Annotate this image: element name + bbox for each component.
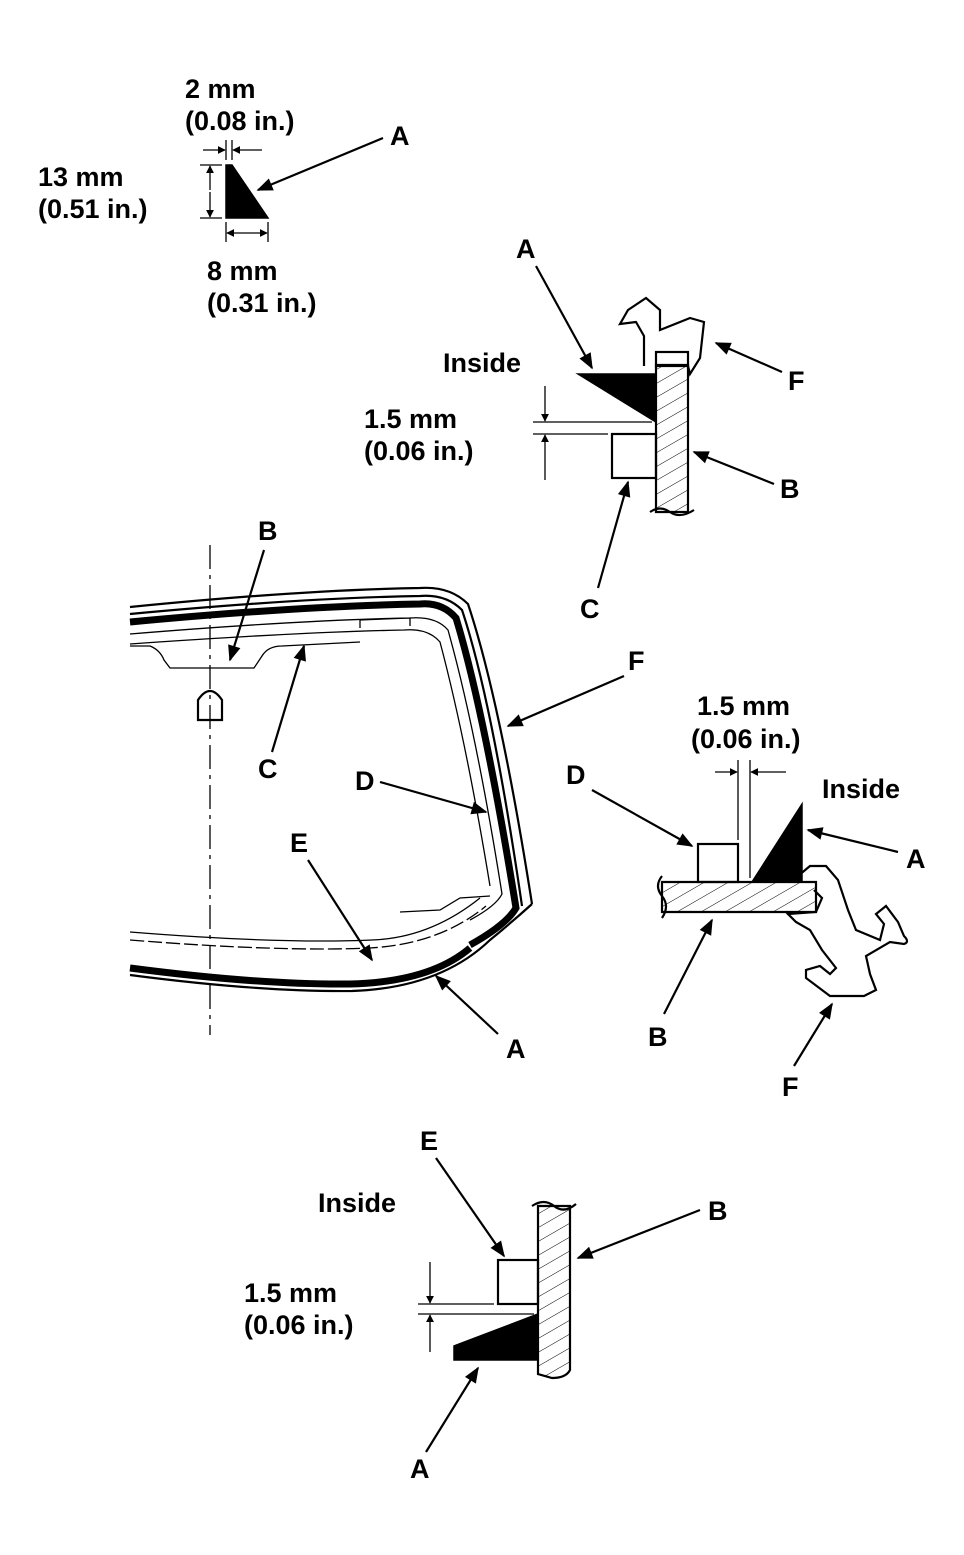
profile-base-width-in: (0.31 in.) [207,288,317,318]
top-label-c: C [580,594,600,624]
bottom-label-e: E [420,1126,438,1156]
bottom-gap-mm: 1.5 mm [244,1278,337,1308]
main-label-f: F [628,646,645,676]
side-gap-in: (0.06 in.) [691,724,801,754]
profile-height-in: (0.51 in.) [38,194,148,224]
leader-arrow [806,827,899,854]
windshield-main-view: B C D E F A [129,516,645,1064]
molding-outer [129,586,534,905]
molding-profile [617,296,706,377]
break-line [649,507,695,517]
mirror-mount [196,689,224,722]
main-label-b: B [258,516,278,546]
bottom-section-detail: E Inside B 1.5 mm (0.06 in.) A [244,1126,728,1484]
bottom-dam-a [453,1312,539,1361]
leader-arrow [270,644,306,753]
dam-profile-detail: 2 mm (0.08 in.) 13 mm (0.51 in.) 8 mm (0… [38,74,410,318]
leader-arrow [435,1157,505,1258]
dam-a-bottom [129,945,473,988]
leader-arrow [256,136,384,192]
leader-arrow [307,859,373,962]
break-line [531,1200,577,1211]
bottom-spacer-e [496,1258,540,1306]
side-label-f: F [782,1072,799,1102]
dam-profile-shape [225,164,270,219]
profile-height-mm: 13 mm [38,162,124,192]
side-label-b: B [648,1022,668,1052]
bottom-gap-in: (0.06 in.) [244,1310,354,1340]
spacer-c [610,432,658,480]
break-line [656,875,668,919]
leader-arrow [793,1002,833,1067]
molding-lip [654,350,690,368]
lower-ceramic-line [129,897,481,942]
profile-top-width-in: (0.08 in.) [185,106,295,136]
bottom-label-inside: Inside [318,1188,396,1218]
side-glass-section [660,880,818,914]
profile-base-width-mm: 8 mm [207,256,278,286]
molding-bottom [129,903,533,993]
leader-arrow [379,780,488,815]
side-label-a: A [906,844,926,874]
bottom-label-a: A [410,1454,430,1484]
top-section-detail: A Inside 1.5 mm (0.06 in.) F B C [364,234,805,624]
top-label-inside: Inside [443,348,521,378]
side-gap-mm: 1.5 mm [697,691,790,721]
top-gap-mm: 1.5 mm [364,404,457,434]
glass-edge-line [129,617,503,921]
top-gap-in: (0.06 in.) [364,436,474,466]
bottom-label-b: B [708,1196,728,1226]
leader-arrow [596,480,631,589]
clip-detail [359,617,411,628]
top-label-b: B [780,474,800,504]
main-label-d: D [355,766,375,796]
upper-spacer-c [130,641,361,669]
side-label-inside: Inside [822,774,900,804]
leader-arrow [425,1366,479,1453]
ceramic-line [129,629,491,887]
leader-arrow [228,549,266,662]
bottom-glass-section [536,1204,572,1380]
glass-section [654,363,690,514]
side-section-detail: 1.5 mm (0.06 in.) D Inside A B F [566,691,926,1102]
leader-arrow [663,918,713,1015]
side-spacer-d [696,842,740,884]
leader-arrow [692,450,775,486]
side-molding [785,864,909,998]
leader-arrow [591,789,694,847]
dam-a [575,373,657,424]
leader-arrow [434,974,499,1035]
main-label-a: A [506,1034,526,1064]
profile-top-width-mm: 2 mm [185,74,256,104]
leader-arrow [535,265,593,370]
profile-label-a: A [390,121,410,151]
leader-arrow [506,674,625,728]
top-label-a: A [516,234,536,264]
main-label-e: E [290,828,308,858]
molding-outer-inner [129,594,524,907]
leader-arrow [714,341,783,374]
side-label-d: D [566,760,586,790]
leader-arrow [576,1208,701,1260]
lower-spacer-line [129,905,487,950]
side-dam-a [750,801,803,883]
main-label-c: C [258,754,278,784]
top-label-f: F [788,366,805,396]
dam-a-perimeter [129,600,520,949]
lower-clip [399,895,491,913]
